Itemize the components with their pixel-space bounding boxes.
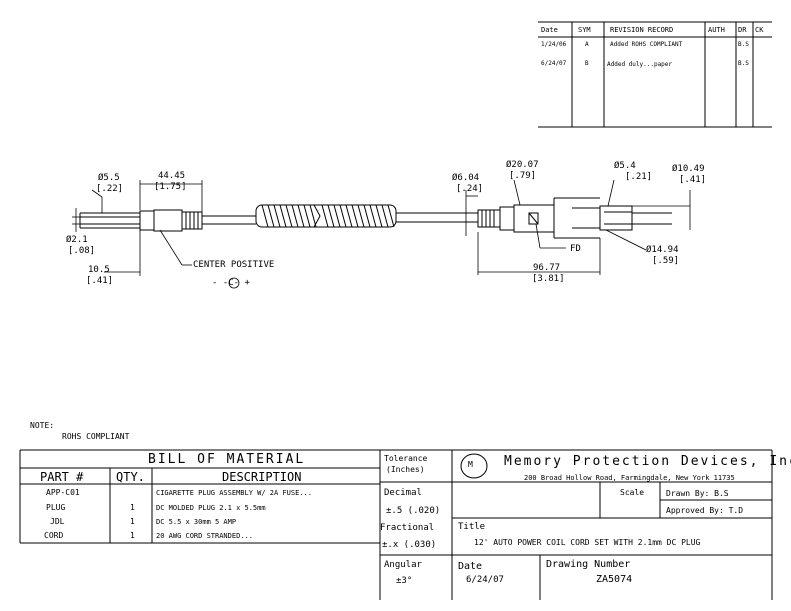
dim-sleeve-dia: Ø10.49: [672, 164, 705, 174]
dc-plug-geometry: [79, 204, 478, 232]
dim-barrel-length-in: [.41]: [86, 276, 114, 286]
rev-row-1-date: 1/24/06: [541, 41, 567, 48]
drawing-number-label: Drawing Number: [546, 559, 631, 570]
rev-row-2-record: Added duly...paper: [607, 61, 673, 68]
rev-row-2-sym: B: [585, 60, 589, 67]
company-name: Memory Protection Devices, Inc: [504, 454, 791, 469]
dim-sleeve-dia-in: [.41]: [679, 175, 707, 185]
rev-row-2-date: 6/24/07: [541, 60, 567, 67]
dim-plug-length: 44.45: [158, 171, 186, 181]
bom-row-3-part: JDL: [50, 517, 65, 526]
rev-row-1-sym: A: [585, 41, 589, 48]
dim-shell-dia-in: [.59]: [652, 256, 680, 266]
bom-row-4-part: CORD: [44, 531, 64, 540]
bom-header-part: PART #: [40, 470, 84, 484]
drawing-title: 12' AUTO POWER COIL CORD SET WITH 2.1mm …: [474, 538, 701, 547]
dimension-lines: [72, 179, 691, 289]
dim-contact-dia-in: [.21]: [625, 172, 653, 182]
angular-label: Angular: [384, 560, 422, 570]
tolerance-unit: (Inches): [386, 465, 425, 474]
fd-label: FD: [570, 244, 581, 254]
date-label: Date: [458, 561, 483, 572]
bom-row-4-qty: 1: [130, 531, 135, 540]
dim-pin-dia: Ø2.1: [66, 235, 88, 245]
bom-row-1-part: APP-C01: [46, 488, 80, 497]
scale-label: Scale: [620, 488, 645, 497]
dim-plug-tip-dia: Ø5.5: [98, 173, 120, 183]
note-text: ROHS COMPLIANT: [62, 432, 130, 441]
rev-header-ck: CK: [755, 26, 764, 34]
dim-contact-dia: Ø5.4: [614, 161, 636, 171]
revision-table-lines: [538, 21, 772, 128]
dim-plug-overall: 96.77: [533, 263, 561, 273]
rev-row-1-dr: B.S: [738, 41, 749, 48]
bom-header-qty: QTY.: [116, 470, 145, 484]
dim-body-dia: Ø20.07: [506, 160, 539, 170]
bom-row-1-desc: CIGARETTE PLUG ASSEMBLY W/ 2A FUSE...: [156, 489, 312, 497]
approved-by: Approved By: T.D: [666, 506, 744, 515]
company-logo-icon: M: [468, 460, 473, 469]
dim-tip-dia-in: [.24]: [456, 184, 484, 194]
polarity-symbol: - -C- +: [212, 278, 250, 288]
cigarette-plug-geometry: [477, 197, 672, 239]
dim-pin-dia-in: [.08]: [68, 246, 96, 256]
dim-plug-overall-in: [3.81]: [532, 274, 565, 284]
dim-body-dia-in: [.79]: [509, 171, 537, 181]
rev-header-record: REVISION RECORD: [610, 26, 674, 34]
bom-title: BILL OF MATERIAL: [148, 452, 306, 467]
fractional-label: Fractional: [380, 523, 435, 533]
bom-row-2-desc: DC MOLDED PLUG 2.1 x 5.5mm: [156, 504, 266, 512]
tolerance-label: Tolerance: [384, 454, 428, 463]
bom-row-4-desc: 20 AWG CORD STRANDED...: [156, 532, 253, 540]
rev-header-sym: SYM: [578, 26, 591, 34]
center-positive-label: CENTER POSITIVE: [193, 260, 275, 270]
dim-plug-tip-dia-in: [.22]: [96, 184, 124, 194]
bom-row-2-part: PLUG: [46, 503, 66, 512]
note-label: NOTE:: [30, 421, 55, 430]
bom-and-title-block-lines: [19, 449, 773, 600]
rev-row-1-record: Added ROHS COMPLIANT: [610, 41, 683, 48]
rev-row-2-dr: B.S: [738, 60, 749, 67]
bom-row-2-qty: 1: [130, 503, 135, 512]
bom-row-3-qty: 1: [130, 517, 135, 526]
drawing-number: ZA5074: [596, 574, 633, 585]
rev-header-date: Date: [541, 26, 558, 34]
decimal-label: Decimal: [384, 488, 422, 498]
rev-header-dr: DR: [738, 26, 747, 34]
decimal-value: ±.5 (.020): [386, 506, 441, 516]
bom-row-3-desc: DC 5.5 x 30mm 5 AMP: [156, 518, 237, 526]
dim-barrel-length: 10.5: [88, 265, 110, 275]
company-address: 200 Broad Hollow Road, Farmingdale, New …: [524, 474, 735, 482]
bom-header-description: DESCRIPTION: [222, 470, 302, 484]
fractional-value: ±.x (.030): [382, 540, 437, 550]
date-value: 6/24/07: [466, 575, 504, 585]
dim-plug-length-in: [1.75]: [154, 182, 187, 192]
drawn-by: Drawn By: B.S: [666, 489, 729, 498]
title-label: Title: [458, 522, 486, 532]
rev-header-auth: AUTH: [708, 26, 725, 34]
dim-tip-dia: Ø6.04: [452, 173, 480, 183]
dim-shell-dia: Ø14.94: [646, 245, 679, 255]
angular-value: ±3°: [396, 576, 413, 586]
